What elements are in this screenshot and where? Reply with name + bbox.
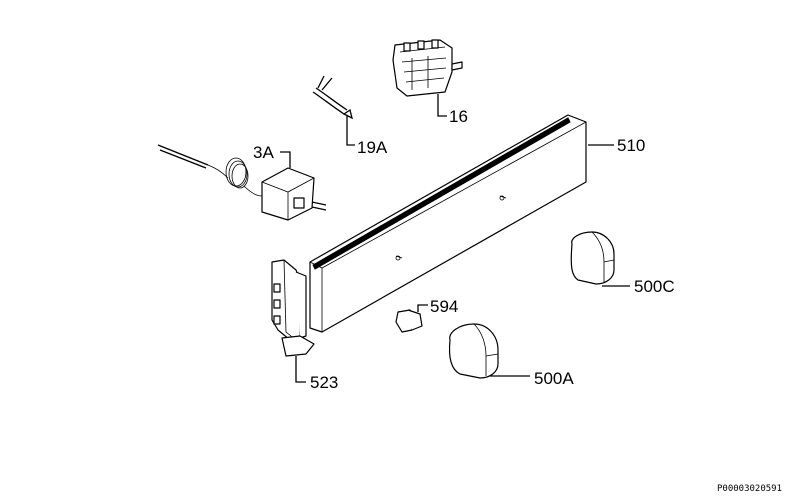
leader-line-523 [295,356,306,383]
label-500a: 500A [534,369,574,388]
leader-line-19a [346,116,355,146]
label-16: 16 [449,107,468,126]
drawing-code: P00003020591 [717,484,782,494]
label-3a: 3A [253,143,274,162]
control-panel-part [309,114,587,333]
switch-part [392,39,463,97]
label-523: 523 [310,373,338,392]
thermostat-part [157,144,327,221]
screw-part [395,309,423,333]
leader-line-594 [417,304,428,312]
wire-clip-part [312,75,353,120]
label-594: 594 [430,297,458,316]
label-500c: 500C [634,277,675,296]
leader-line-3a [280,151,291,168]
leader-line-16 [437,94,447,117]
label-510: 510 [617,136,645,155]
knob-a-part [448,323,499,379]
knob-c-part [570,231,615,285]
label-19a: 19A [357,138,388,157]
bracket-part [271,259,315,357]
